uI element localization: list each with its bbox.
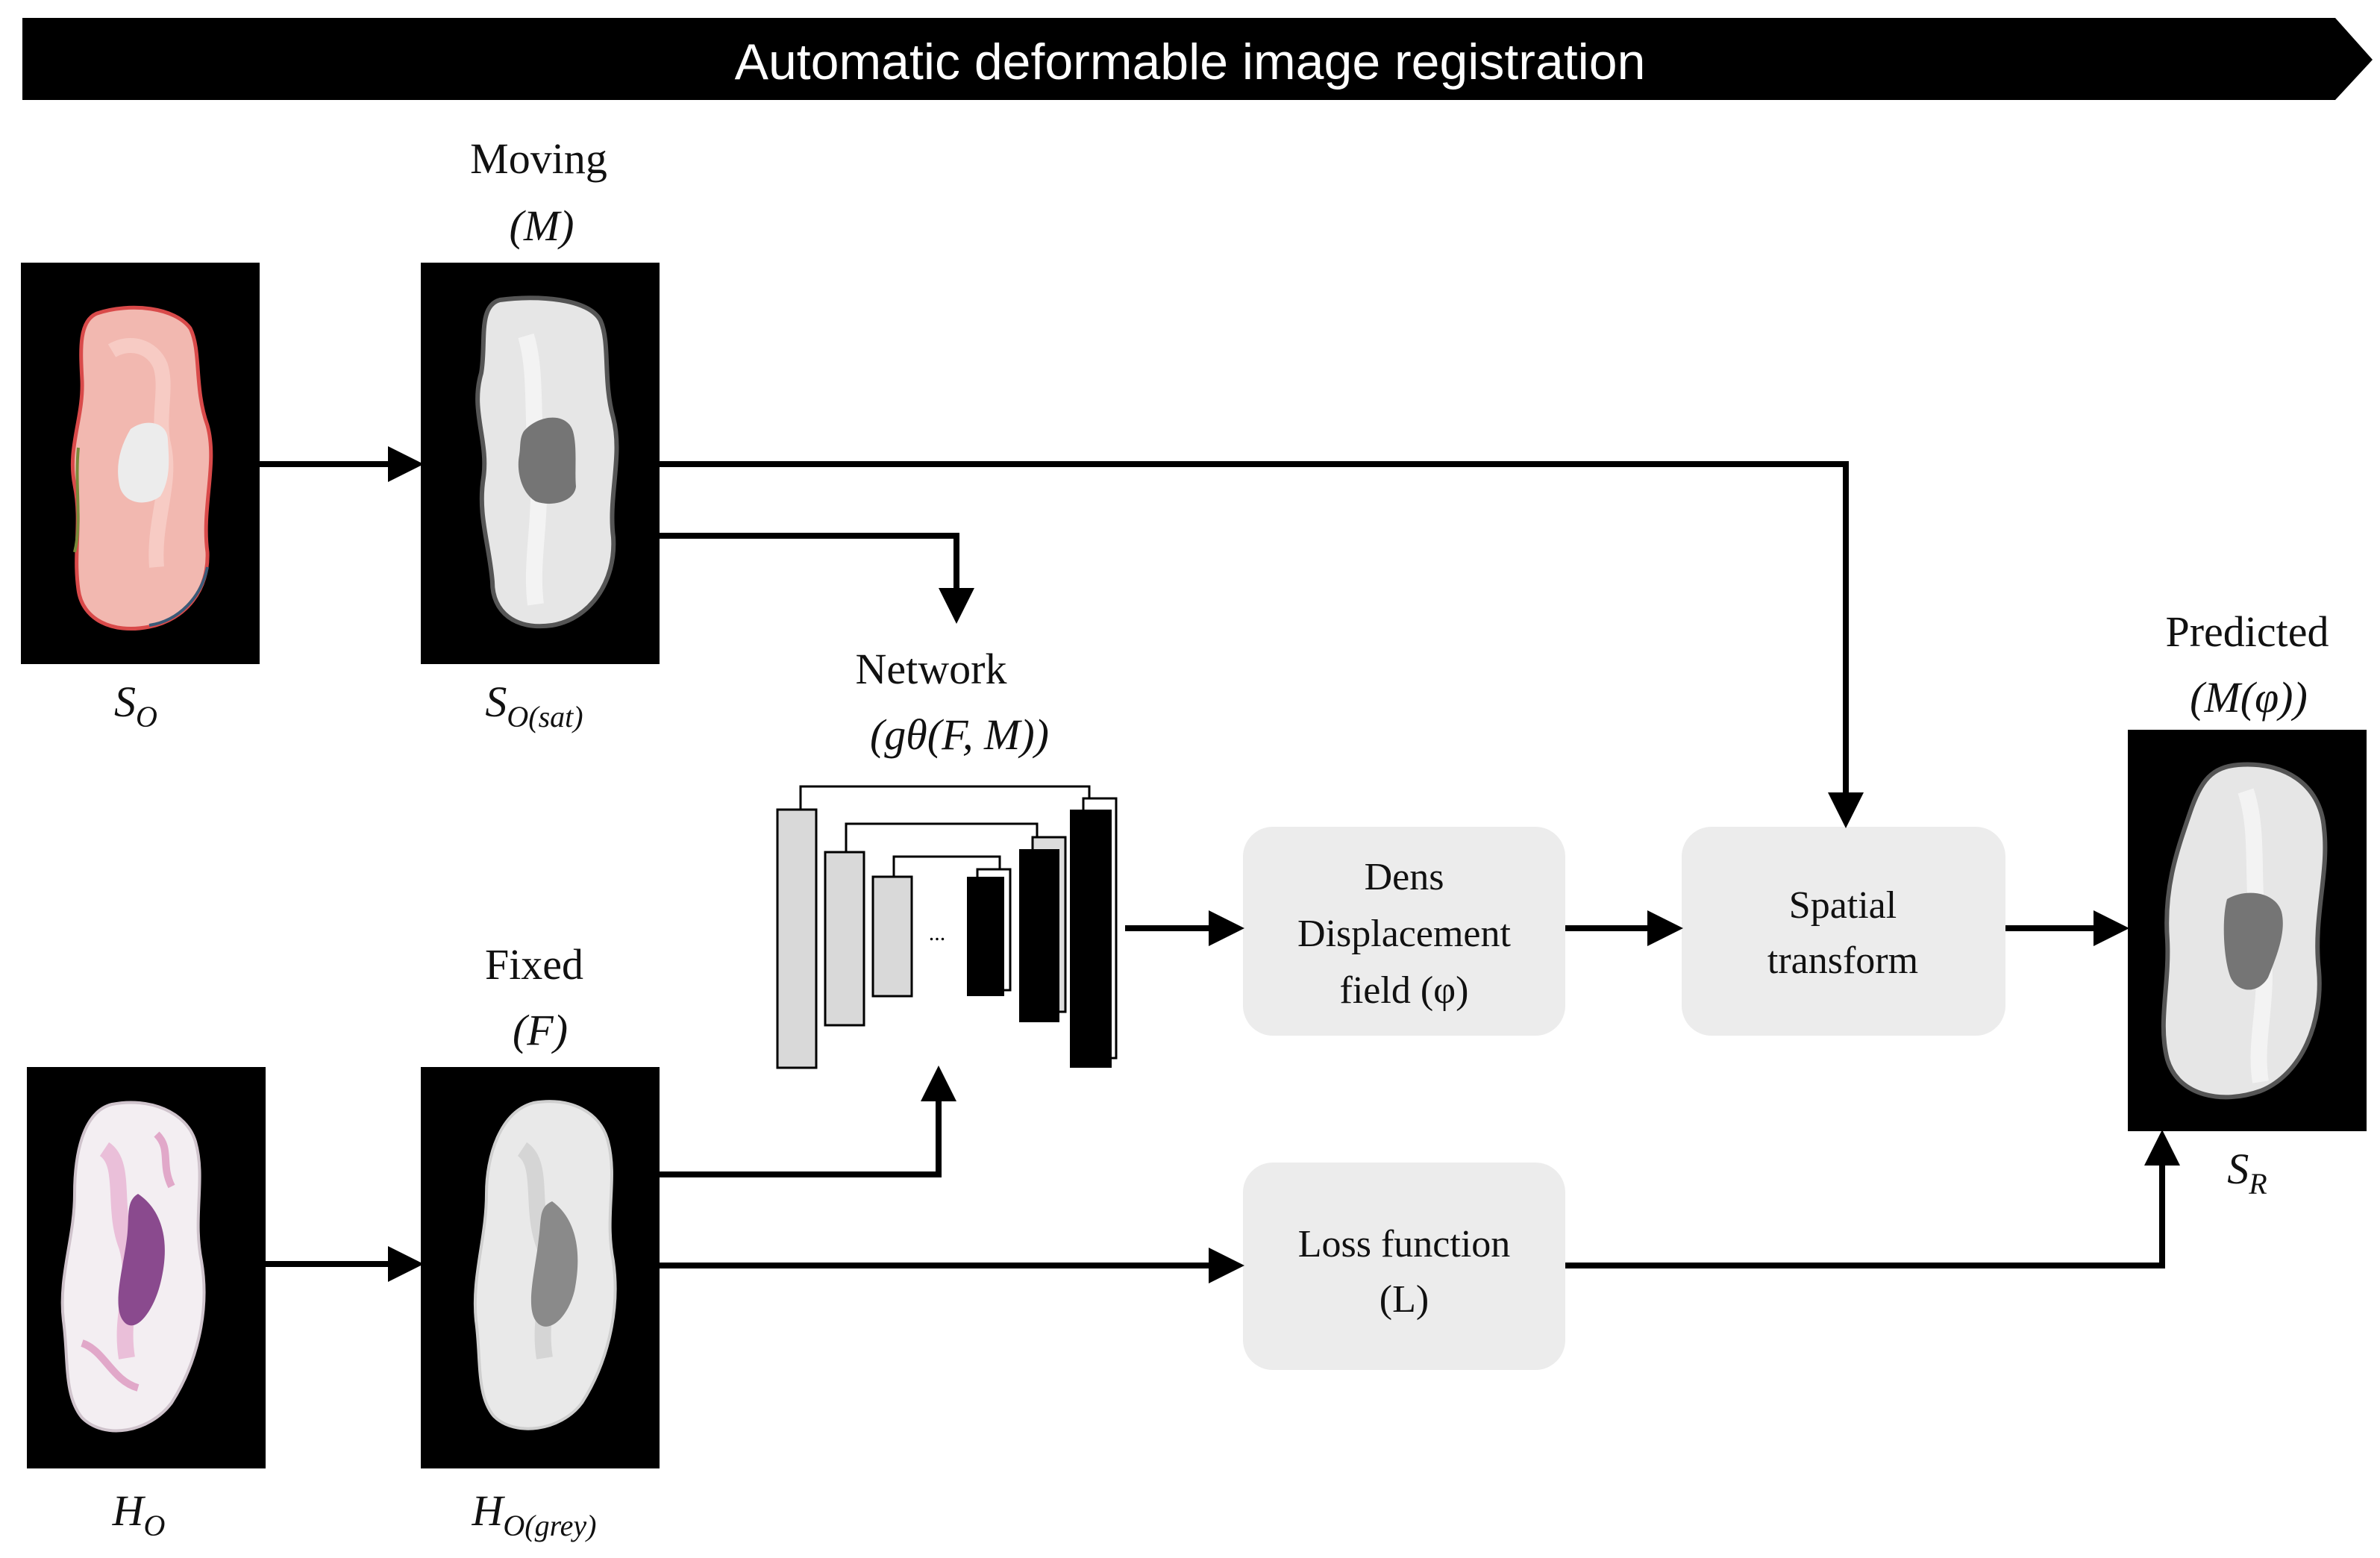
caption-h-o: HO	[112, 1486, 166, 1542]
moving-symbol: (M)	[510, 201, 574, 250]
image-s-o	[21, 263, 260, 664]
network-symbol: (gθ(F, M))	[870, 710, 1049, 759]
encoder-layer-1	[776, 808, 818, 1069]
displacement-line3: field (φ)	[1340, 969, 1469, 1012]
displacement-line1: Dens	[1365, 856, 1444, 898]
arrows	[260, 446, 2180, 1283]
caption-s-r-base: S	[2227, 1145, 2249, 1193]
spatial-line2: transform	[1767, 939, 1918, 982]
arrow-moving-to-spatial	[660, 461, 1864, 828]
banner-arrow-shape	[22, 18, 2373, 100]
fixed-symbol: (F)	[513, 1006, 568, 1054]
caption-s-o-sat: SO(sat)	[485, 678, 583, 733]
network-block-diagram: ...	[776, 785, 1118, 1069]
decoder-layer-2	[1019, 849, 1059, 1022]
caption-h-o-base: H	[112, 1486, 146, 1535]
predicted-symbol: (M(φ))	[2190, 673, 2308, 722]
predicted-title: Predicted	[2165, 607, 2329, 656]
skip-connection-2	[845, 822, 1039, 852]
banner: Automatic deformable image registration	[22, 18, 2373, 100]
network-ellipsis: ...	[929, 921, 946, 945]
arrow-moving-to-network	[660, 533, 974, 624]
image-h-o	[27, 1067, 266, 1468]
image-s-o-sat	[421, 263, 660, 664]
spatial-transform-box: Spatial transform	[1682, 827, 2005, 1036]
caption-s-o: SO	[114, 678, 157, 733]
caption-h-o-grey-sub: O(grey)	[503, 1509, 596, 1542]
decoder-layer-1	[1070, 810, 1112, 1068]
fixed-title: Fixed	[485, 940, 583, 989]
displacement-field-box: Dens Displacement field (φ)	[1243, 827, 1565, 1036]
caption-h-o-grey: HO(grey)	[471, 1486, 596, 1542]
arrow-loss-to-predicted	[1565, 1130, 2180, 1268]
caption-s-o-sat-sub: O(sat)	[507, 700, 583, 733]
image-h-o-grey	[421, 1067, 660, 1468]
caption-s-o-sat-base: S	[485, 678, 507, 726]
network-title: Network	[856, 645, 1007, 693]
skip-connection-3	[892, 855, 1001, 877]
displacement-line2: Displacement	[1297, 913, 1511, 955]
loss-line1: Loss function	[1298, 1223, 1511, 1266]
arrow-fixed-to-network	[660, 1066, 956, 1177]
loss-function-box: Loss function (L)	[1243, 1163, 1565, 1370]
moving-title: Moving	[470, 134, 607, 183]
encoder-layer-3	[871, 875, 913, 998]
decoder-layer-3	[967, 877, 1004, 996]
image-s-r	[2128, 730, 2367, 1131]
skip-connection-1	[799, 785, 1091, 810]
caption-s-r: SR	[2227, 1145, 2267, 1201]
caption-h-o-sub: O	[144, 1509, 166, 1542]
loss-line2: (L)	[1380, 1278, 1429, 1321]
encoder-layer-2	[824, 851, 865, 1027]
caption-h-o-grey-base: H	[471, 1486, 505, 1535]
caption-s-o-base: S	[114, 678, 136, 726]
banner-title: Automatic deformable image registration	[735, 34, 1646, 90]
caption-s-r-sub: R	[2248, 1167, 2267, 1201]
spatial-line1: Spatial	[1789, 884, 1897, 927]
caption-s-o-sub: O	[136, 700, 157, 733]
